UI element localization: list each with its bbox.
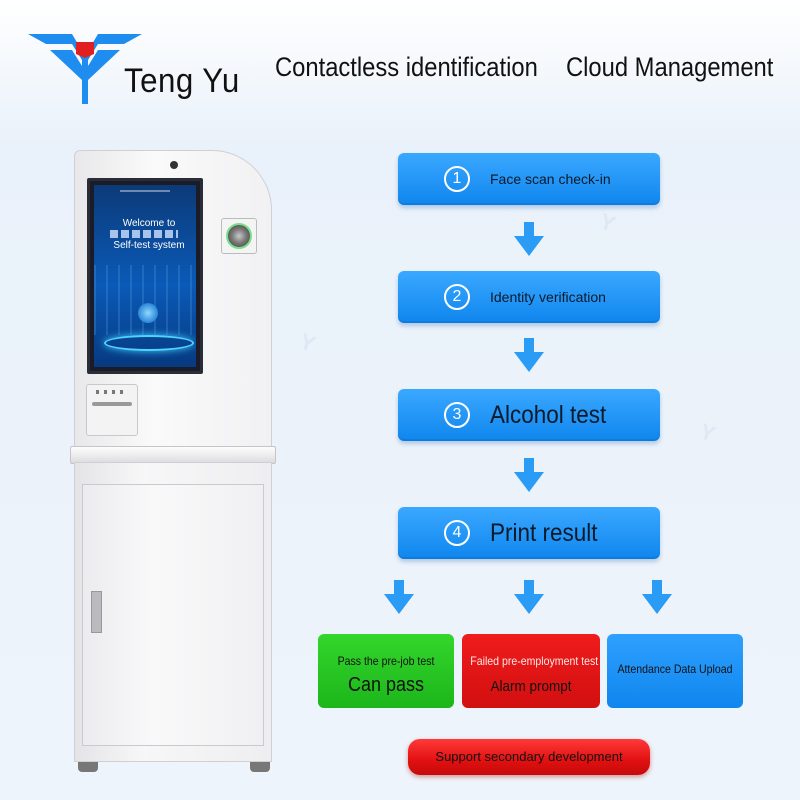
screen-title-glyphs	[110, 230, 178, 238]
step-number: 1	[444, 166, 470, 192]
support-banner: Support secondary development	[408, 739, 650, 775]
arrow-down-icon	[642, 580, 672, 614]
screen-start-orb-icon	[138, 303, 158, 323]
step-label: Face scan check-in	[490, 171, 611, 187]
step-label: Alcohol test	[490, 400, 607, 429]
screen-light-lines	[94, 265, 196, 335]
cabinet-door	[82, 484, 264, 746]
headline-cloud: Cloud Management	[566, 52, 774, 82]
result-fail: Failed pre-employment test Alarm prompt	[462, 634, 600, 708]
arrow-down-icon	[514, 338, 544, 372]
step-label: Identity verification	[490, 289, 606, 305]
step-identity: 2 Identity verification	[398, 271, 660, 323]
door-handle	[91, 591, 102, 633]
step-label: Print result	[490, 518, 598, 547]
watermark: Y	[696, 418, 719, 447]
arrow-down-icon	[514, 222, 544, 256]
teng-yu-logo-icon	[28, 34, 142, 104]
brand-name: Teng Yu	[124, 62, 240, 100]
step-print-result: 4 Print result	[398, 507, 660, 559]
kiosk-screen: Welcome to Self-test system	[87, 178, 203, 374]
step-number: 2	[444, 284, 470, 310]
step-face-scan: 1 Face scan check-in	[398, 153, 660, 205]
result-subtitle: Can pass	[347, 674, 425, 696]
headline-contactless: Contactless identification	[275, 52, 538, 82]
watermark: Y	[596, 208, 619, 237]
printer-indicator-icon	[96, 390, 126, 394]
watermark: Y	[296, 328, 319, 357]
arrow-down-icon	[514, 580, 544, 614]
screen-welcome: Welcome to	[122, 218, 176, 229]
printer-slot	[92, 402, 132, 406]
screen-status-bar	[120, 190, 170, 192]
result-title: Pass the pre-job test	[337, 654, 435, 668]
step-number: 3	[444, 402, 470, 428]
arrow-down-icon	[514, 458, 544, 492]
step-number: 4	[444, 520, 470, 546]
result-subtitle: Alarm prompt	[490, 678, 572, 695]
result-attendance: Attendance Data Upload	[607, 634, 743, 708]
screen-system: Self-test system	[113, 240, 185, 251]
screen-ring	[104, 335, 194, 351]
kiosk-foot	[250, 762, 270, 772]
scanner-lens-icon	[226, 223, 252, 249]
camera-icon	[170, 161, 178, 169]
arrow-down-icon	[384, 580, 414, 614]
result-title: Attendance Data Upload	[617, 662, 733, 676]
result-pass: Pass the pre-job test Can pass	[318, 634, 454, 708]
kiosk-foot	[78, 762, 98, 772]
step-alcohol-test: 3 Alcohol test	[398, 389, 660, 441]
result-title: Failed pre-employment test	[470, 654, 599, 668]
